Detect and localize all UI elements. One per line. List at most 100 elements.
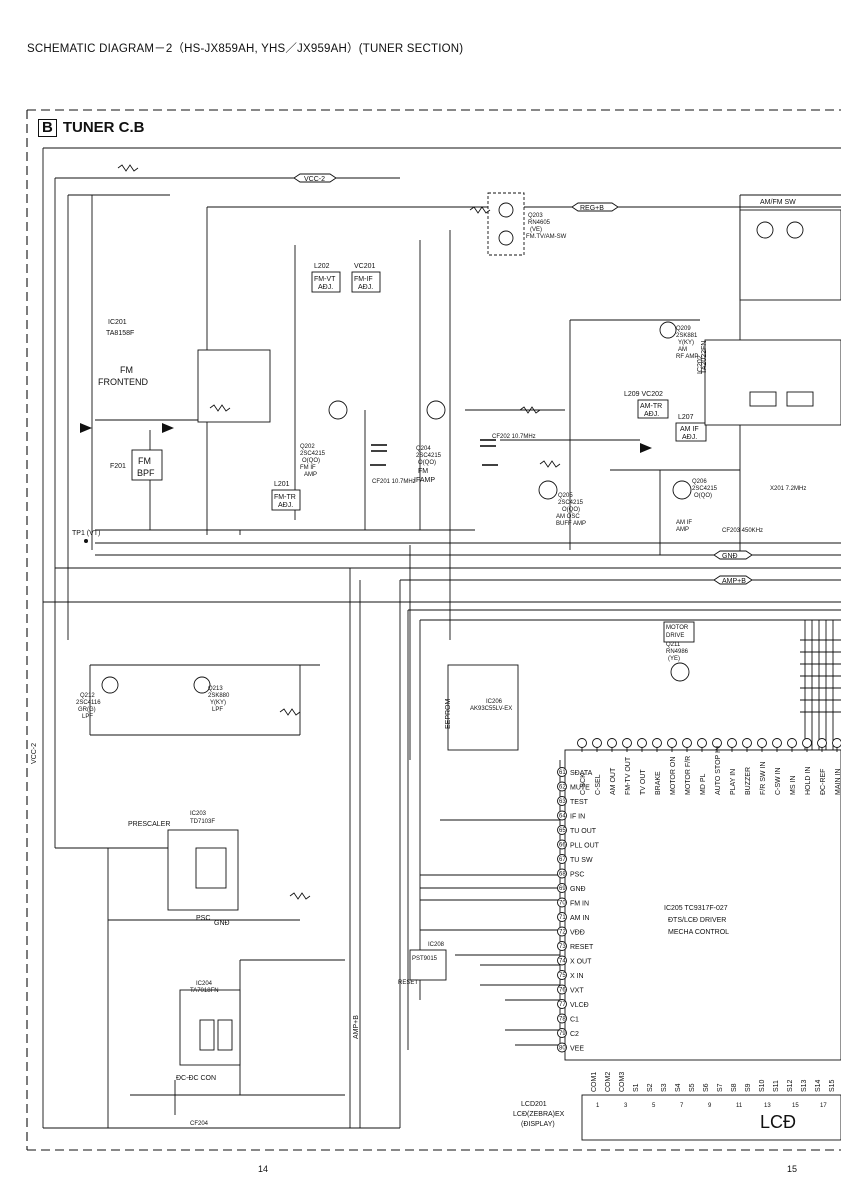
ic202-block: IC202 TA2022FN (697, 339, 841, 426)
lcd-pin-number: 1 (596, 1103, 600, 1109)
lcd-pin-number: 9 (708, 1103, 712, 1109)
svg-text:LCÐ: LCÐ (760, 1112, 796, 1132)
ic205-pin-number: 75 (559, 973, 566, 979)
svg-text:FM-TR: FM-TR (274, 494, 296, 501)
ic205-pin-number: 68 (559, 872, 566, 878)
lcd-pin-label: COM2 (605, 1072, 612, 1092)
ic205-pin-name: VXT (570, 988, 584, 995)
svg-text:Q212: Q212 (80, 693, 95, 699)
ic205-pin-number: 63 (559, 799, 566, 805)
svg-text:Y(KY): Y(KY) (678, 340, 694, 346)
ic205-pin-name: VLCÐ (570, 1002, 589, 1009)
ic205-pin-circle (557, 767, 567, 777)
ic205-pin-number: 73 (559, 944, 566, 950)
lcd-pin-label: S2 (647, 1083, 654, 1092)
ic205-pin-number: 61 (559, 770, 566, 776)
ic205-pin-name: VÐÐ (570, 930, 585, 937)
ic205-pin-label: C-SCK (580, 773, 587, 795)
svg-text:EEPROM: EEPROM (445, 698, 452, 729)
svg-text:FM: FM (120, 365, 133, 375)
ic205-pin-name: VEE (570, 1046, 584, 1053)
ic205-pin-circle (557, 839, 567, 850)
svg-text:O(QO): O(QO) (694, 493, 712, 499)
transistors: Q202 2SC4215 O(QO) FM IF AMP Q204 2SC421… (76, 192, 718, 720)
svg-text:ÐTS/LCÐ DRIVER: ÐTS/LCÐ DRIVER (668, 917, 726, 924)
ic205-pin-name: IF IN (570, 814, 585, 821)
ic205-pin-number: 67 (559, 857, 566, 863)
svg-text:DRIVE: DRIVE (666, 633, 684, 639)
svg-text:AÐJ.: AÐJ. (278, 502, 293, 509)
ic205-pin-name: X IN (570, 973, 584, 980)
ic205-pin-circle (557, 883, 567, 893)
lcd-pin-label: COM1 (591, 1072, 598, 1092)
misc-labels: AM/FM SW TP1 (VT) CF201 10.7MHz CF202 10… (72, 199, 841, 1127)
svg-text:X201 7.2MHz: X201 7.2MHz (770, 486, 806, 492)
svg-text:O(QO): O(QO) (418, 460, 436, 466)
ic206-eeprom: IC206 AK93C55LV-EX EEPROM (445, 664, 519, 751)
svg-text:BUFF AMP: BUFF AMP (556, 521, 586, 527)
svg-text:FRONTEND: FRONTEND (98, 377, 148, 387)
ic205-pin-number: 69 (559, 886, 566, 892)
svg-text:2SC4215: 2SC4215 (692, 486, 718, 492)
ic205-pin-circle (557, 1028, 567, 1038)
ic205-pin-number: 74 (559, 959, 566, 965)
svg-text:AÐJ.: AÐJ. (358, 284, 373, 291)
ic205-pin-name: RESET (570, 944, 594, 951)
svg-text:PRESCALER: PRESCALER (128, 821, 170, 828)
svg-text:RN4605: RN4605 (528, 220, 551, 226)
svg-text:O(QO): O(QO) (562, 507, 580, 513)
svg-text:AÐJ.: AÐJ. (318, 284, 333, 291)
svg-text:CF204: CF204 (190, 1121, 209, 1127)
lcd-pin-label: S7 (717, 1083, 724, 1092)
svg-text:AÐJ.: AÐJ. (682, 434, 697, 441)
svg-text:GR(G): GR(G) (78, 707, 96, 713)
ic205-pin-label: BRAKE (655, 771, 662, 795)
svg-text:Q205: Q205 (558, 493, 573, 499)
svg-text:AÐJ.: AÐJ. (644, 411, 659, 418)
bus-tag-vcc2: VCC-2 (304, 176, 325, 183)
svg-text:CF203 450KHz: CF203 450KHz (722, 528, 763, 534)
ic205-pin-circle (557, 1013, 567, 1024)
lcd-pin-label: S13 (801, 1079, 808, 1092)
svg-text:L209 VC202: L209 VC202 (624, 391, 663, 398)
ic205-pin-label: MD PL (700, 774, 707, 796)
svg-text:CF201 10.7MHz: CF201 10.7MHz (372, 479, 416, 485)
ic205-pin-circle (557, 897, 567, 908)
svg-text:TP1 (VT): TP1 (VT) (72, 530, 100, 537)
svg-text:RF AMP: RF AMP (676, 354, 698, 360)
svg-text:ÐC-ÐC CON: ÐC-ÐC CON (176, 1075, 216, 1082)
bus-tag-ampb: AMP+B (722, 578, 746, 585)
svg-text:FM.TV/AM-SW: FM.TV/AM-SW (526, 234, 567, 240)
svg-text:L202: L202 (314, 263, 330, 270)
ic205-pin-name: SÐATA (570, 770, 593, 777)
svg-text:IC206: IC206 (486, 699, 503, 705)
ic205-pin-name: MUTE (570, 785, 590, 792)
svg-text:2SK880: 2SK880 (208, 693, 230, 699)
lcd-pin-label: S11 (773, 1080, 780, 1092)
wires (42, 147, 841, 1129)
svg-text:IFAMP: IFAMP (414, 477, 435, 484)
ic205-pin-circle (557, 955, 567, 966)
svg-text:IC204: IC204 (196, 981, 213, 987)
ic205-pin-number: 62 (559, 785, 566, 791)
lcd-pin-label: S8 (731, 1083, 738, 1092)
lcd-pin-label: S5 (689, 1083, 696, 1092)
ic205-pin-number: 78 (559, 1017, 566, 1023)
ic205-pin-label: HOLD IN (805, 767, 812, 795)
ic205-pin-circle (557, 825, 567, 835)
ic205-pin-name: GNÐ (570, 886, 586, 893)
svg-text:AM-TR: AM-TR (640, 403, 662, 410)
page-title: SCHEMATIC DIAGRAM－2（HS-JX859AH, YHS／JX95… (27, 43, 464, 55)
svg-text:FM-IF: FM-IF (354, 276, 373, 283)
ic205-pin-name: TU SW (570, 857, 593, 864)
svg-text:AMP: AMP (304, 472, 317, 478)
ic205-pin-name: C2 (570, 1031, 579, 1038)
svg-text:LPF: LPF (212, 707, 223, 713)
lcd-pin-label: COM3 (619, 1072, 626, 1092)
adjustment-labels: L202 FM-VT AÐJ. VC201 FM-IF AÐJ. L201 FM… (271, 263, 707, 511)
ic205-pin-label: FM-TV OUT (625, 756, 632, 795)
svg-text:AM IF: AM IF (680, 426, 699, 433)
svg-text:FM-VT: FM-VT (314, 276, 336, 283)
